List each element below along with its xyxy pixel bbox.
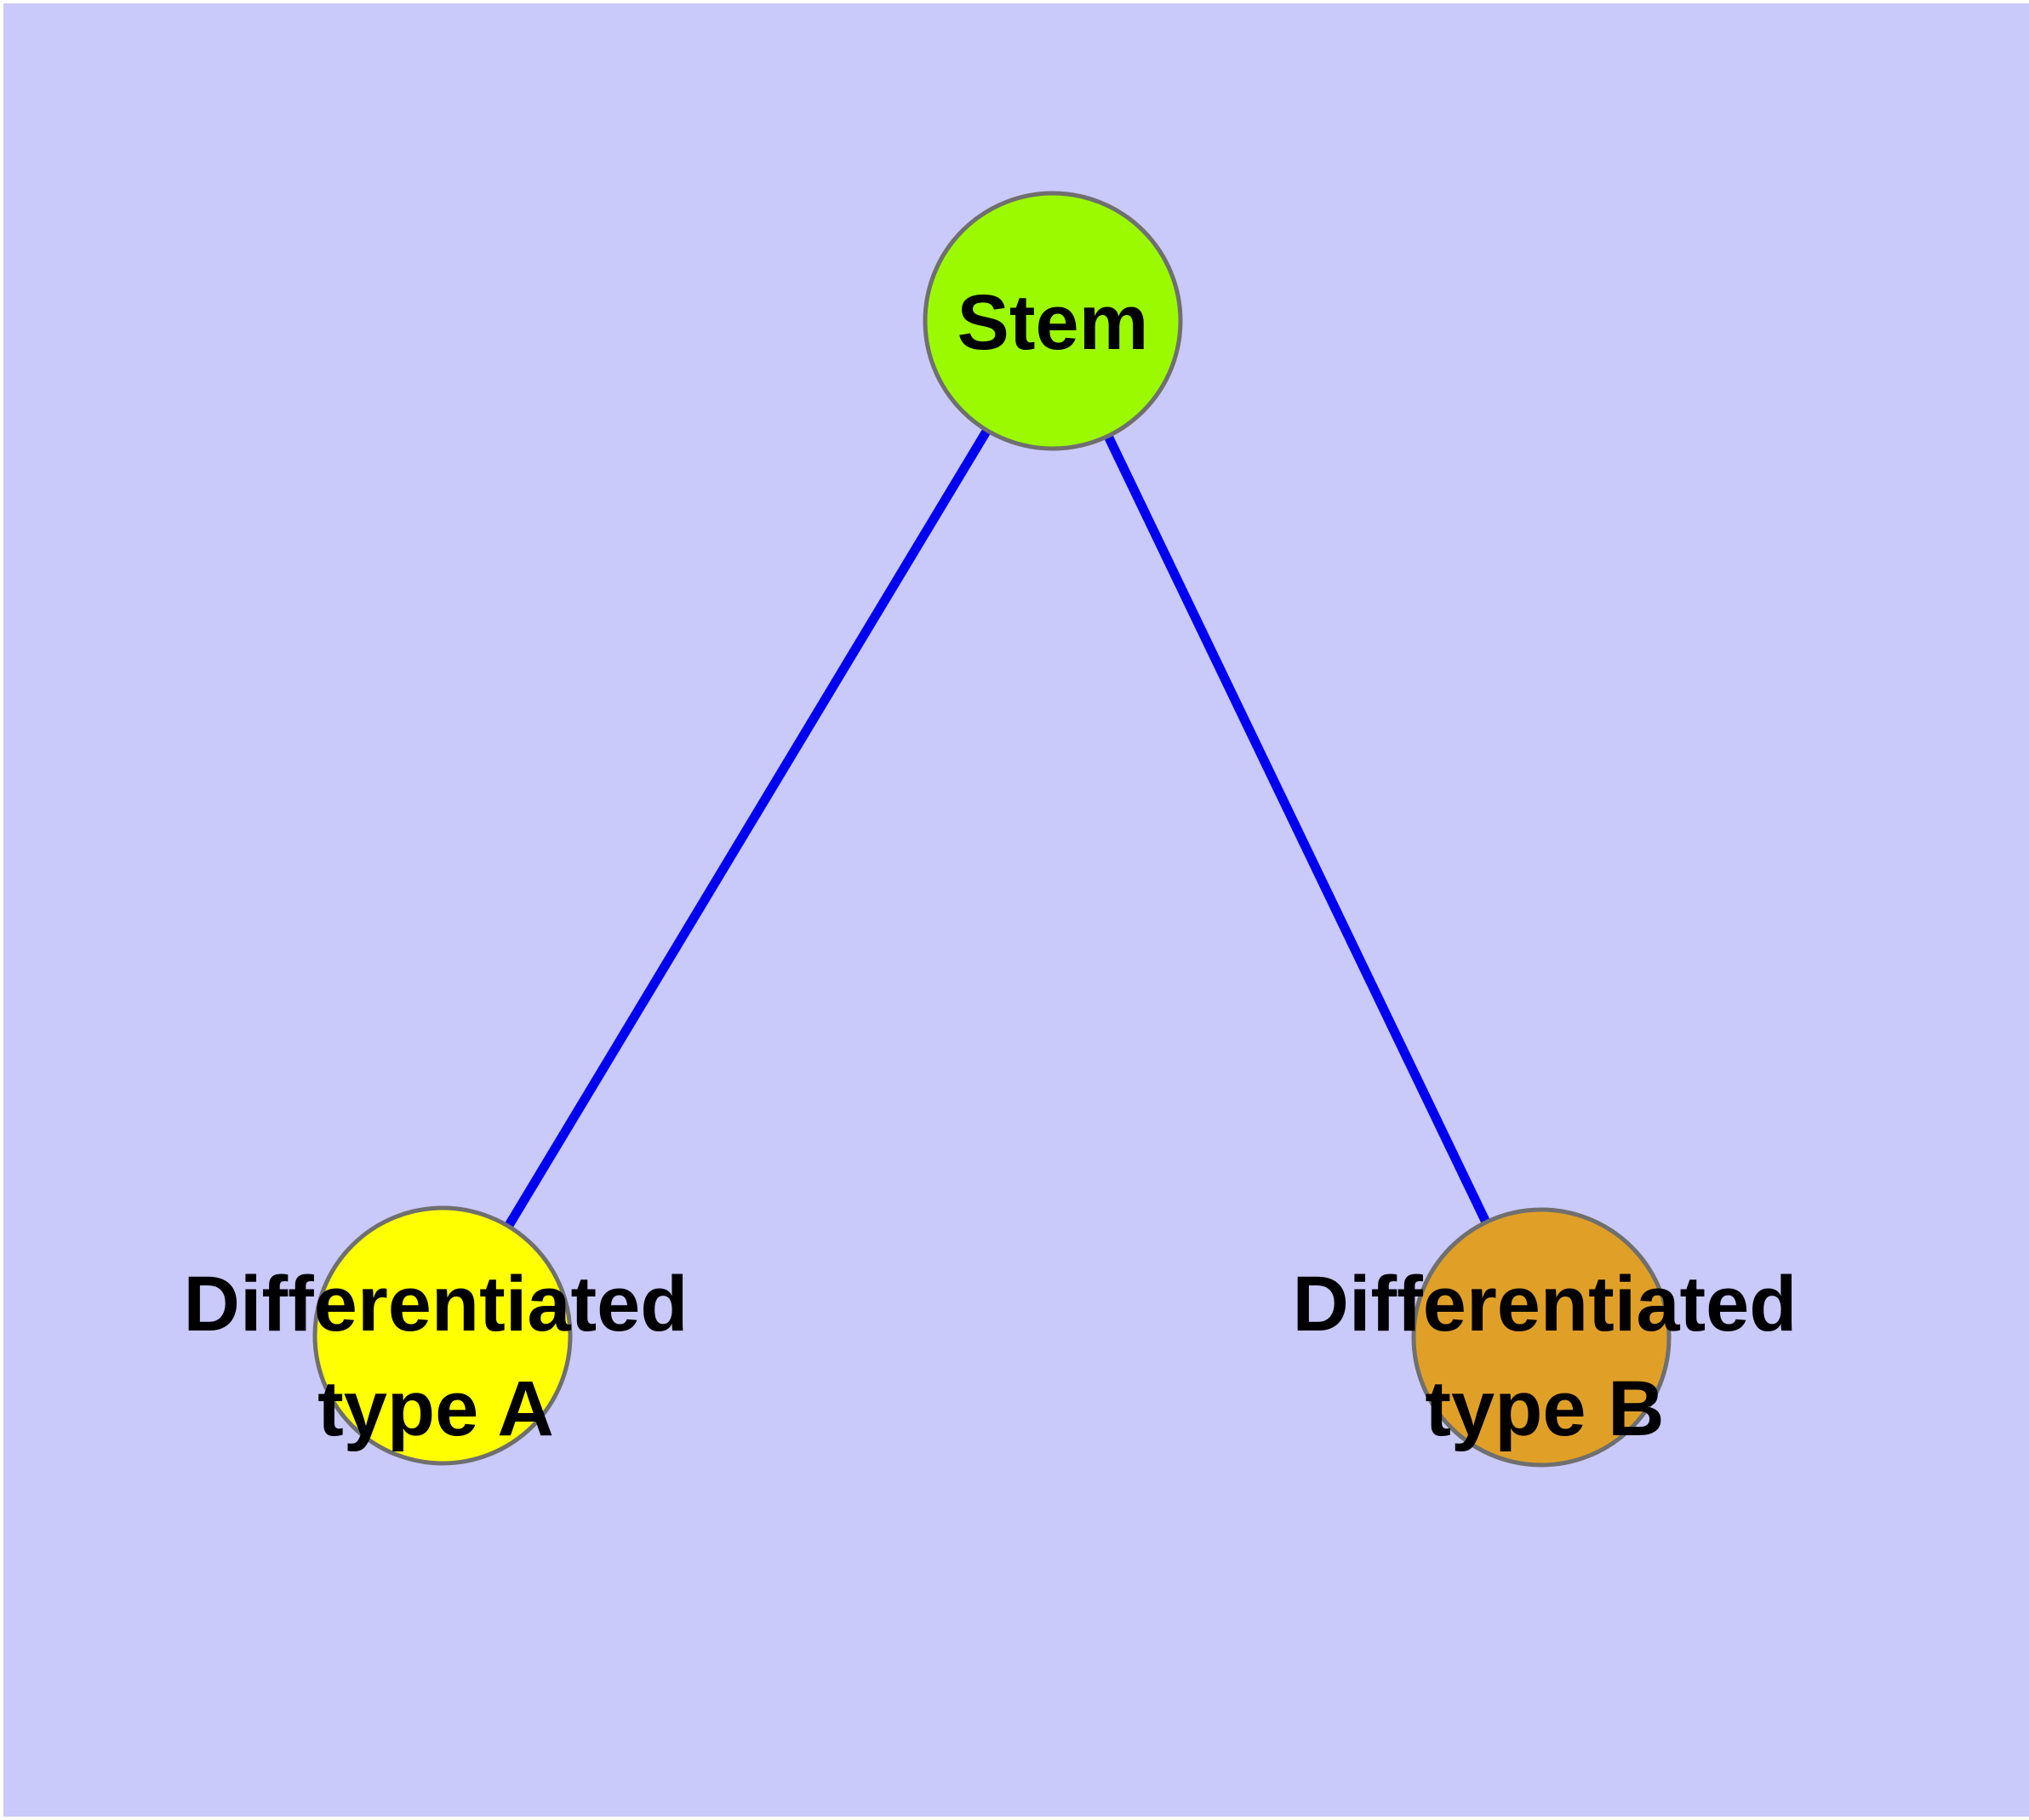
node-stem-circle: [923, 191, 1183, 451]
node-labels: Stem Differentiated type A Differentiate…: [184, 279, 1798, 1452]
nodes: [312, 191, 1672, 1468]
node-type-a-label-line2: type A: [317, 1365, 554, 1452]
node-stem-label: Stem: [957, 279, 1149, 366]
edge-stem-to-type-b: [1049, 318, 1546, 1340]
node-type-a-label-line1: Differentiated: [184, 1261, 689, 1348]
node-type-b-label-line2: type B: [1425, 1365, 1664, 1452]
edge-stem-to-type-a: [438, 318, 1057, 1338]
edges: [438, 318, 1546, 1340]
node-type-b-circle: [1411, 1207, 1672, 1468]
node-type-b-label-line1: Differentiated: [1293, 1261, 1798, 1348]
node-type-a-circle: [312, 1205, 573, 1466]
